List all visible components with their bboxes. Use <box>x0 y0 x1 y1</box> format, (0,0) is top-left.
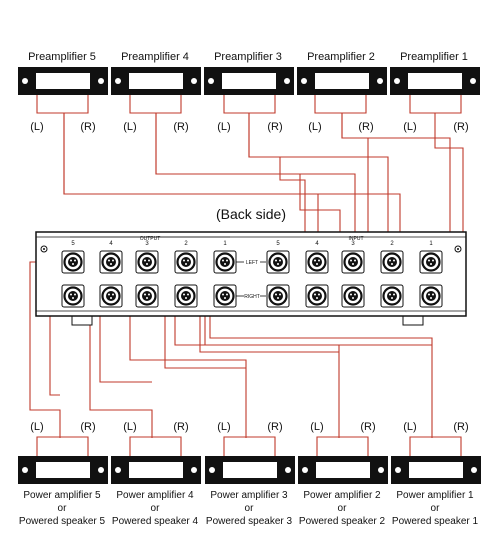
cables <box>29 95 464 456</box>
svg-text:3: 3 <box>351 241 355 247</box>
input-jack-2-left <box>380 250 404 274</box>
preamplifier-5: Preamplifier 5 <box>18 51 108 95</box>
or-label: or <box>151 503 161 514</box>
svg-text:3: 3 <box>145 241 149 247</box>
output-jack-5-left <box>61 250 85 274</box>
preamp-channel-labels: (L) (R) (L) (R) (L) (R) (L) (R) (L) (R) <box>30 121 468 133</box>
cable-pre3-right <box>248 113 306 285</box>
right-channel-label: (R) <box>453 421 468 433</box>
left-channel-label: (L) <box>403 421 416 433</box>
output-jack-4-left <box>99 250 123 274</box>
left-channel-label: (L) <box>403 121 416 133</box>
or-label: or <box>431 503 441 514</box>
cable-pre4-right <box>155 113 341 285</box>
preamplifier-label: Preamplifier 5 <box>28 51 96 63</box>
left-channel-label: (L) <box>310 421 323 433</box>
preamp-cable-drops <box>36 95 462 114</box>
right-channel-label: (R) <box>173 421 188 433</box>
right-channel-label: (R) <box>453 121 468 133</box>
output-jack-3-left <box>135 250 159 274</box>
left-row-label: LEFT <box>246 260 258 266</box>
input-jack-3-right <box>341 284 365 308</box>
preamplifier-3: Preamplifier 3 <box>204 51 294 95</box>
preamplifier-label: Preamplifier 1 <box>400 51 468 63</box>
amplifier-label: Power amplifier 3 <box>210 490 288 501</box>
speaker-label: Powered speaker 2 <box>299 516 386 527</box>
amplifier-row: (L) (R) (L) (R) (L) (R) (L) (R) (L) (R) … <box>18 421 481 527</box>
output-jack-3-right <box>135 284 159 308</box>
jack-connectors <box>61 250 443 308</box>
output-channel-numbers: 5 4 3 2 1 <box>71 241 227 247</box>
or-label: or <box>58 503 68 514</box>
right-channel-label: (R) <box>173 121 188 133</box>
or-label: or <box>245 503 255 514</box>
output-section-label: OUTPUT <box>140 236 161 242</box>
output-jack-1-right <box>213 284 237 308</box>
preamplifier-label: Preamplifier 2 <box>307 51 375 63</box>
svg-text:5: 5 <box>71 241 75 247</box>
svg-text:1: 1 <box>429 241 433 247</box>
amplifier-2: Power amplifier 2 or Powered speaker 2 <box>298 456 388 527</box>
preamplifier-1: Preamplifier 1 <box>390 51 480 95</box>
preamplifier-row: Preamplifier 5 Preamplifier 4 Preamplifi… <box>18 51 480 133</box>
right-row-label: RIGHT <box>244 294 260 300</box>
device-back-panel: (Back side) OUTPUT INPUT 5 4 3 2 1 5 4 3… <box>35 206 467 326</box>
right-channel-label: (R) <box>80 421 95 433</box>
amp-channel-labels: (L) (R) (L) (R) (L) (R) (L) (R) (L) (R) <box>30 421 468 433</box>
input-jack-1-left <box>419 250 443 274</box>
left-channel-label: (L) <box>123 421 136 433</box>
svg-text:1: 1 <box>223 241 227 247</box>
preamplifier-4: Preamplifier 4 <box>111 51 201 95</box>
amplifier-1: Power amplifier 1 or Powered speaker 1 <box>391 456 481 527</box>
output-jack-2-right <box>174 284 198 308</box>
output-jack-4-right <box>99 284 123 308</box>
svg-text:4: 4 <box>315 241 319 247</box>
input-jack-4-right <box>305 284 329 308</box>
speaker-label: Powered speaker 3 <box>206 516 293 527</box>
speaker-label: Powered speaker 5 <box>19 516 106 527</box>
left-channel-label: (L) <box>217 121 230 133</box>
output-jack-5-right <box>61 284 85 308</box>
preamplifier-label: Preamplifier 4 <box>121 51 189 63</box>
input-jack-2-right <box>380 284 404 308</box>
svg-text:5: 5 <box>276 241 280 247</box>
output-jack-1-left <box>213 250 237 274</box>
speaker-label: Powered speaker 1 <box>392 516 479 527</box>
input-jack-3-left <box>341 250 365 274</box>
amplifier-label: Power amplifier 1 <box>396 490 474 501</box>
right-channel-label: (R) <box>267 421 282 433</box>
left-channel-label: (L) <box>30 421 43 433</box>
preamplifier-label: Preamplifier 3 <box>214 51 282 63</box>
svg-text:2: 2 <box>390 241 394 247</box>
input-jack-5-right <box>266 284 290 308</box>
amplifier-3: Power amplifier 3 or Powered speaker 3 <box>205 456 295 527</box>
right-channel-label: (R) <box>80 121 95 133</box>
left-channel-label: (L) <box>123 121 136 133</box>
left-channel-label: (L) <box>30 121 43 133</box>
amplifier-label: Power amplifier 4 <box>116 490 194 501</box>
output-jack-2-left <box>174 250 198 274</box>
left-channel-label: (L) <box>217 421 230 433</box>
amplifier-4: Power amplifier 4 or Powered speaker 4 <box>111 456 201 527</box>
amplifier-5: Power amplifier 5 or Powered speaker 5 <box>18 456 108 527</box>
svg-text:4: 4 <box>109 241 113 247</box>
speaker-label: Powered speaker 4 <box>112 516 199 527</box>
amp-cable-drops <box>36 436 462 456</box>
right-channel-label: (R) <box>267 121 282 133</box>
input-channel-numbers: 5 4 3 2 1 <box>276 241 433 247</box>
right-channel-label: (R) <box>358 121 373 133</box>
preamplifier-2: Preamplifier 2 <box>297 51 387 95</box>
input-jack-5-left <box>266 250 290 274</box>
or-label: or <box>338 503 348 514</box>
amplifier-label: Power amplifier 5 <box>23 490 101 501</box>
svg-text:2: 2 <box>184 241 188 247</box>
amplifier-label: Power amplifier 2 <box>303 490 381 501</box>
right-channel-label: (R) <box>360 421 375 433</box>
input-jack-4-left <box>305 250 329 274</box>
left-channel-label: (L) <box>308 121 321 133</box>
input-section-label: INPUT <box>349 236 364 242</box>
input-jack-1-right <box>419 284 443 308</box>
device-title: (Back side) <box>216 206 286 222</box>
